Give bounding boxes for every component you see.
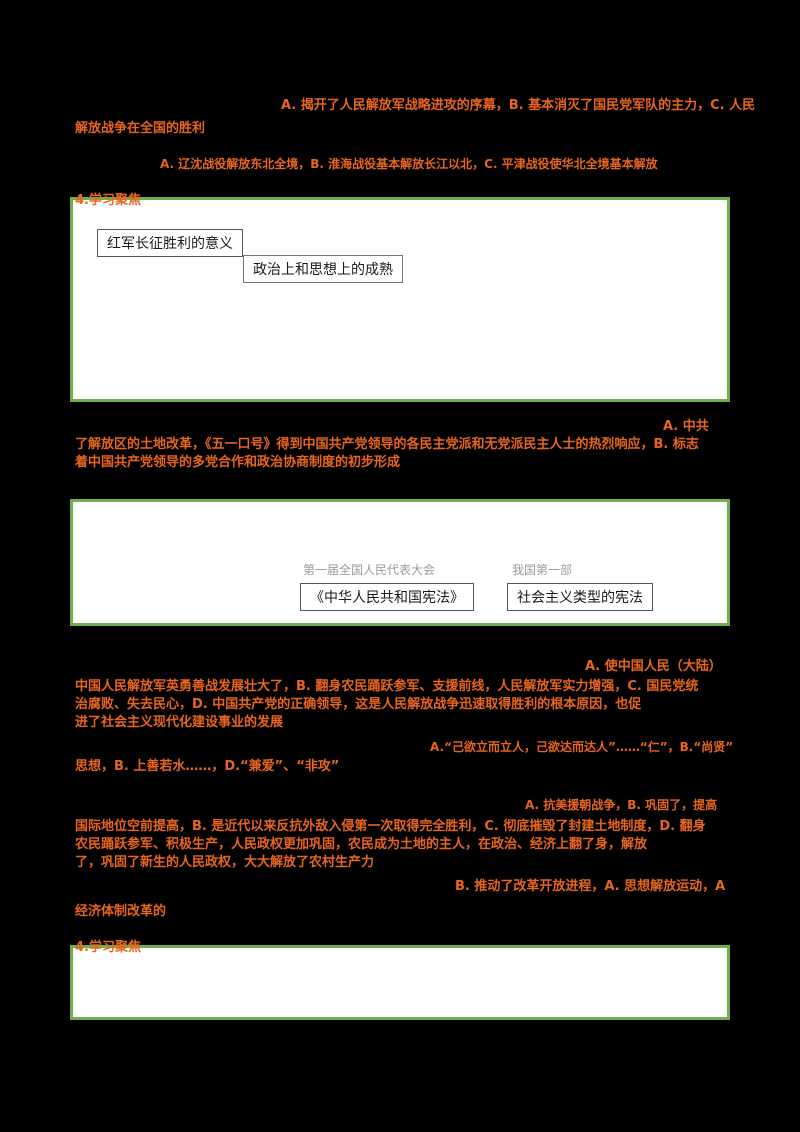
focus-label-1: 4.学习聚焦 (75, 193, 141, 208)
concept-label-chengshu: 政治上和思想上的成熟 (243, 255, 403, 283)
answer-line: 了，巩固了新生的人民政权，大大解放了农村生产力 (75, 855, 375, 870)
focus-box-3 (70, 945, 730, 1020)
answer-line: 进了社会主义现代化建设事业的发展 (75, 715, 284, 730)
answer-line: 着中国共产党领导的多党合作和政治协商制度的初步形成 (75, 455, 401, 470)
answer-line: A. 抗美援朝战争，B. 巩固了，提高 (525, 798, 718, 812)
answer-line: A. 中共 (663, 419, 709, 434)
answer-line: B. 推动了改革开放进程，A. 思想解放运动，A (455, 879, 726, 894)
answer-line: 了解放区的土地改革，《五一口号》得到中国共产党领导的各民主党派和无党派民主人士的… (75, 437, 699, 452)
answer-line: 解放战争在全国的胜利 (75, 121, 206, 136)
answer-line: 思想，B. 上善若水……，D.“兼爱”、“非攻” (75, 759, 340, 774)
answer-line: A. 辽沈战役解放东北全境，B. 淮海战役基本解放长江以北，C. 平津战役使华北… (160, 157, 658, 171)
concept-label-changzheng: 红军长征胜利的意义 (97, 229, 243, 257)
answer-line: 经济体制改革的 (75, 904, 167, 919)
box2-hint-text: 我国第一部 (512, 563, 573, 577)
concept-label-xianfa: 《中华人民共和国宪法》 (300, 583, 474, 611)
answer-line: 国际地位空前提高，B. 是近代以来反抗外敌入侵第一次取得完全胜利，C. 彻底摧毁… (75, 819, 706, 834)
box2-hint-text: 第一届全国人民代表大会 (303, 563, 436, 577)
focus-label-2: 4.学习聚焦 (75, 940, 141, 955)
answer-line: A. 使中国人民（大陆） (585, 659, 722, 674)
concept-label-shehuizhuyi: 社会主义类型的宪法 (507, 583, 653, 611)
answer-line: 治腐败、失去民心，D. 中国共产党的正确领导，这是人民解放战争迅速取得胜利的根本… (75, 697, 642, 712)
answer-line: A.“己欲立而立人，己欲达而达人”……“仁”，B.“尚贤” (430, 740, 734, 754)
answer-line: 中国人民解放军英勇善战发展壮大了，B. 翻身农民踊跃参军、支援前线，人民解放军实… (75, 679, 699, 694)
focus-box-1 (70, 197, 730, 402)
answer-line: 农民踊跃参军、积极生产，人民政权更加巩固，农民成为土地的主人，在政治、经济上翻了… (75, 837, 648, 852)
answer-line: A. 揭开了人民解放军战略进攻的序幕，B. 基本消灭了国民党军队的主力，C. 人… (281, 98, 756, 113)
